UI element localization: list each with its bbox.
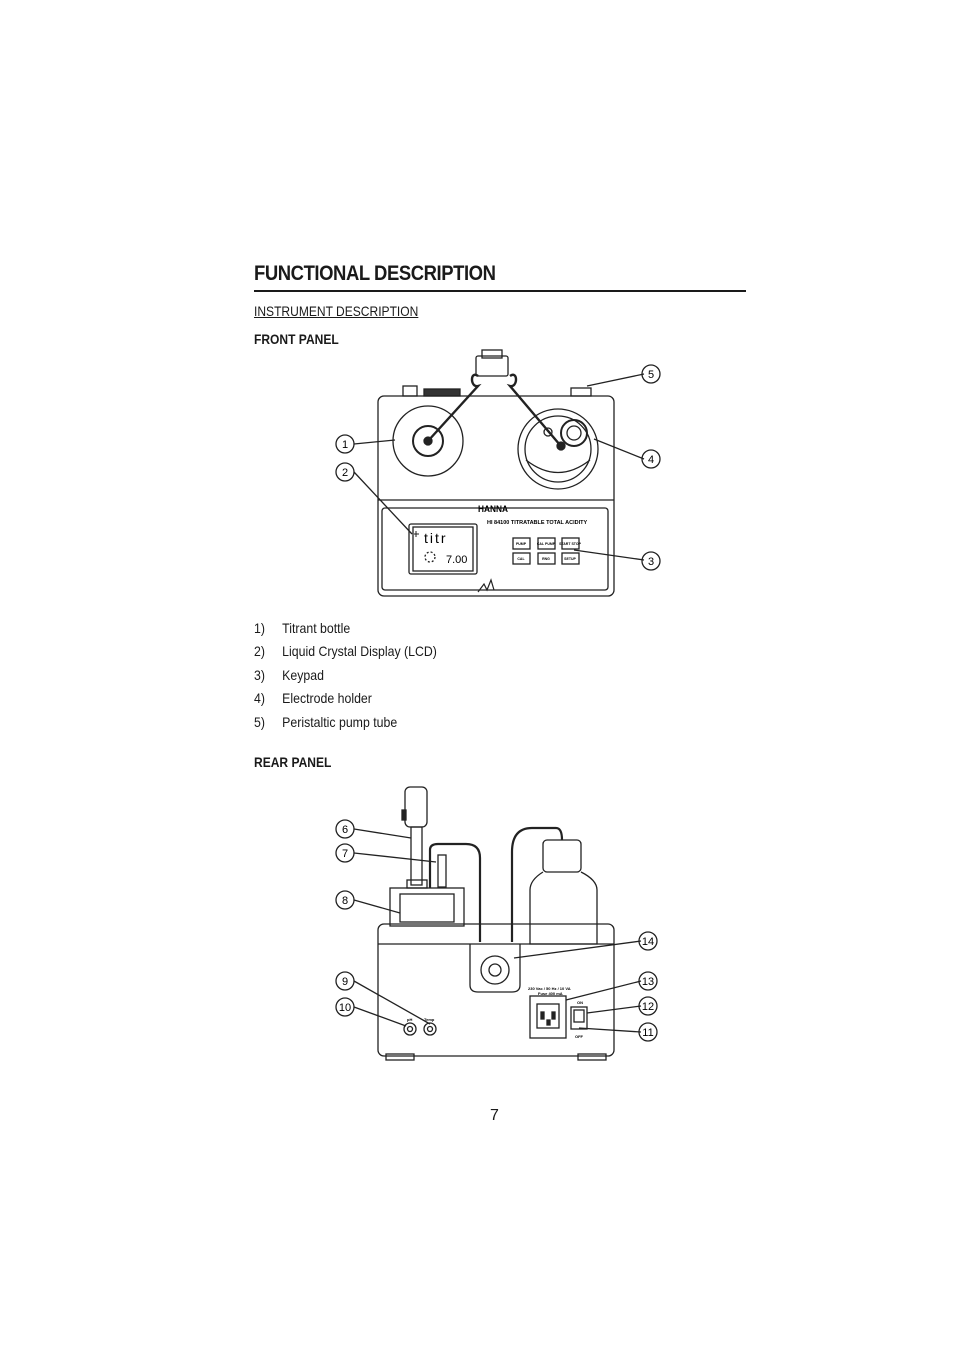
list-item: 4) Electrode holder — [254, 690, 437, 713]
key-pump[interactable]: PUMP — [516, 542, 527, 546]
callout-11: 11 — [642, 1027, 653, 1039]
page-number: 7 — [490, 1107, 499, 1124]
title-rule — [254, 290, 746, 292]
power-label: 230 Vac / 50 Hz / 10 VA — [528, 986, 571, 991]
off-label: OFF — [575, 1034, 584, 1039]
list-item: 1) Titrant bottle — [254, 620, 437, 643]
list-item-number: 1) — [254, 620, 265, 636]
list-item-number: 2) — [254, 643, 265, 660]
callout-1: 1 — [342, 439, 348, 451]
callout-8: 8 — [342, 895, 348, 907]
model-label: HI 84100 TITRATABLE TOTAL ACIDITY — [487, 520, 587, 526]
callout-4: 4 — [648, 454, 654, 466]
callout-5: 5 — [648, 369, 654, 381]
callout-7: 7 — [342, 848, 348, 860]
list-item: 2) Liquid Crystal Display (LCD) — [254, 643, 437, 666]
list-item-label: Electrode holder — [282, 690, 372, 707]
callout-12: 12 — [642, 1001, 654, 1013]
fuse-label: Fuse 400 mA — [538, 991, 563, 996]
list-item-number: 3) — [254, 666, 265, 683]
lcd-main-text: titr — [424, 530, 448, 546]
temp-socket-label: Temp — [424, 1017, 435, 1022]
key-rng[interactable]: RNG — [542, 557, 550, 561]
list-item: 5) Peristaltic pump tube — [254, 714, 437, 737]
page-title: FUNCTIONAL DESCRIPTION — [254, 262, 496, 285]
callout-2: 2 — [342, 467, 348, 479]
on-label: ON — [577, 1000, 583, 1005]
list-item-label: Keypad — [282, 666, 324, 683]
list-item-number: 4) — [254, 690, 265, 707]
list-item: 3) Keypad — [254, 667, 437, 690]
list-item-label: Liquid Crystal Display (LCD) — [282, 643, 437, 660]
front-panel-heading: FRONT PANEL — [254, 331, 339, 347]
section-subtitle: INSTRUMENT DESCRIPTION — [254, 303, 419, 319]
key-start-stop[interactable]: START STOP — [559, 542, 582, 546]
callout-6: 6 — [342, 824, 348, 836]
callout-3: 3 — [648, 556, 654, 568]
callout-10: 10 — [339, 1002, 351, 1014]
list-item-label: Peristaltic pump tube — [282, 713, 398, 730]
lcd-value: 7.00 — [446, 554, 467, 566]
ph-socket-label: pH — [407, 1017, 412, 1022]
component-legend: 1) Titrant bottle 2) Liquid Crystal Displa… — [254, 620, 462, 737]
rear-panel-heading: REAR PANEL — [254, 754, 332, 770]
brand-logo: HANNA — [478, 504, 508, 514]
list-item-label: Titrant bottle — [282, 620, 351, 636]
key-cal[interactable]: CAL — [517, 557, 525, 561]
key-setup[interactable]: SETUP — [564, 557, 576, 561]
key-cal-pump[interactable]: CAL PUMP — [537, 542, 556, 546]
list-item-number: 5) — [254, 713, 265, 730]
callout-9: 9 — [342, 976, 348, 988]
callout-14: 14 — [642, 936, 654, 948]
callout-13: 13 — [642, 976, 654, 988]
rear-panel-figure: 230 Vac / 50 Hz / 10 VA Fuse 400 mA ON O… — [335, 786, 658, 1061]
front-panel-figure: HANNA HI 84100 TITRATABLE TOTAL ACIDITY … — [335, 349, 661, 597]
